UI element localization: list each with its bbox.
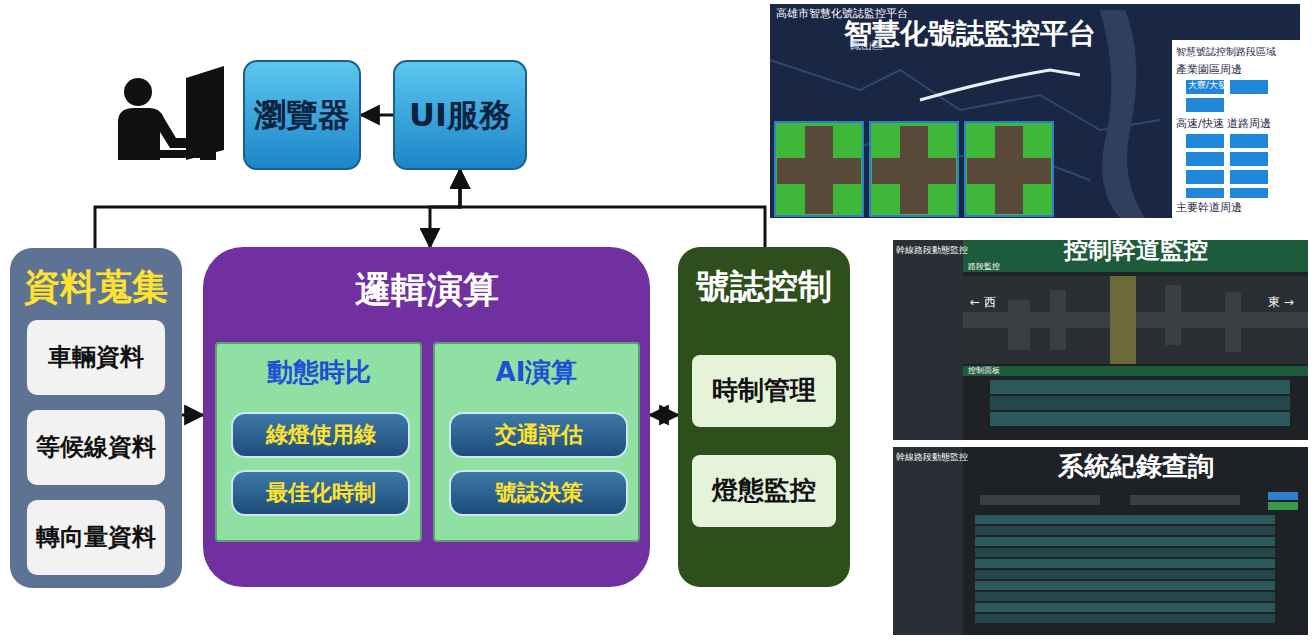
map-screenshot	[770, 4, 1300, 218]
user-icon	[118, 66, 224, 160]
node-label: 號誌控制	[696, 267, 832, 306]
connector	[95, 170, 460, 248]
node-box: 最佳化時制	[231, 470, 410, 516]
node-box: 時制管理	[692, 355, 836, 427]
screen-label: 產業園區周邊	[1176, 64, 1242, 76]
node-label: 燈態監控	[712, 476, 816, 506]
node-box: 等候線資料	[27, 410, 165, 485]
node-box: 交通評估	[449, 412, 628, 458]
screen-label: 東 →	[1268, 296, 1294, 309]
node-box: 控制幹道監控	[963, 240, 1308, 262]
screen-label: 幹線路段動態監控	[896, 246, 968, 256]
node-label: 瀏覽器	[254, 97, 350, 134]
node-label: 綠燈使用綠	[266, 422, 376, 447]
node-box: 綠燈使用綠	[231, 412, 410, 458]
node-label: 轉向量資料	[36, 524, 156, 552]
arterial-screenshot	[893, 240, 1308, 440]
node-box: 瀏覽器	[243, 60, 361, 170]
screen-label: 高速/快速 道路周邊	[1176, 118, 1271, 130]
node-box: 動態時比綠燈使用綠最佳化時制	[215, 342, 422, 542]
screen-label: 高雄市智慧化號誌監控平台	[776, 8, 908, 20]
node-label: 交通評估	[495, 422, 583, 447]
node-box: 號誌決策	[449, 470, 628, 516]
node-label: 號誌決策	[495, 480, 583, 505]
node-box: 轉向量資料	[27, 500, 165, 575]
node-box: 資料蒐集車輛資料等候線資料轉向量資料	[10, 248, 182, 588]
node-label: 控制幹道監控	[1064, 237, 1208, 265]
screen-label: 控制面板	[968, 367, 1000, 376]
node-label: 動態時比	[267, 358, 371, 388]
screen-label: ← 西	[970, 296, 996, 309]
node-box: UI服務	[393, 60, 527, 170]
node-box: 車輛資料	[27, 320, 165, 395]
node-box: 號誌控制時制管理燈態監控	[678, 247, 850, 587]
node-box: 系統紀錄查詢	[963, 447, 1308, 487]
screen-label: 智慧號誌控制路段區域	[1176, 46, 1276, 57]
screen-label: 幹線路段動態監控	[896, 453, 968, 463]
screen-label: 路段監控	[968, 263, 1000, 272]
node-label: 等候線資料	[36, 434, 156, 462]
node-label: AI演算	[496, 358, 578, 388]
node-label: 系統紀錄查詢	[1058, 452, 1214, 482]
log-screenshot	[893, 447, 1308, 635]
connector	[430, 170, 460, 247]
connector	[182, 414, 203, 417]
node-label: 最佳化時制	[266, 480, 376, 505]
node-label: 資料蒐集	[24, 266, 168, 307]
node-box: 邏輯演算動態時比綠燈使用綠最佳化時制AI演算交通評估號誌決策	[203, 247, 650, 587]
node-label: UI服務	[409, 97, 511, 134]
connector	[361, 114, 393, 117]
screen-label: 鳳山區	[850, 40, 883, 52]
node-label: 時制管理	[712, 376, 816, 406]
screen-label: 主要幹道周邊	[1176, 202, 1242, 214]
connector	[650, 414, 678, 417]
node-box: AI演算交通評估號誌決策	[433, 342, 640, 542]
node-label: 邏輯演算	[355, 269, 499, 310]
node-label: 車輛資料	[48, 344, 144, 372]
node-box: 燈態監控	[692, 455, 836, 527]
screen-label: 大寮/大發	[1188, 81, 1227, 91]
connector	[460, 170, 765, 247]
